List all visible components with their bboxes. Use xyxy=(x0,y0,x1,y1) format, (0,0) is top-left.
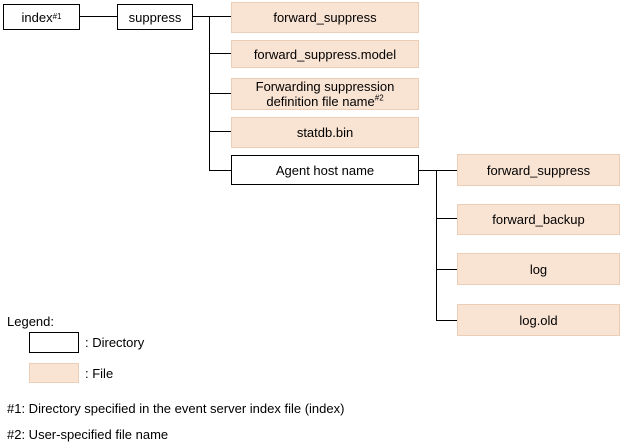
forward-suppress-model-file: forward_suppress.model xyxy=(231,40,419,68)
agent-forward-backup-label: forward_backup xyxy=(492,212,585,227)
note-2: #2: User-specified file name xyxy=(7,427,169,442)
branch-forward-suppress-model xyxy=(209,53,231,54)
index-label: index xyxy=(21,9,53,25)
agent-forward-suppress-file: forward_suppress xyxy=(457,154,620,186)
branch-statdb xyxy=(209,131,231,132)
legend-title: Legend: xyxy=(7,314,54,329)
connector-agent-trunk xyxy=(419,170,457,171)
branch-forward-backup xyxy=(436,218,457,219)
index-directory: index#1 xyxy=(3,4,80,30)
branch-log xyxy=(436,269,457,270)
note-2-marker: #2 xyxy=(374,93,384,103)
statdb-label: statdb.bin xyxy=(296,125,354,140)
legend-file-swatch xyxy=(29,363,79,383)
agent-log-file: log xyxy=(457,253,620,285)
definition-file-label-line2: definition file name xyxy=(266,94,375,109)
agent-forward-suppress-label: forward_suppress xyxy=(486,162,591,178)
forward-suppress-model-label: forward_suppress.model xyxy=(253,46,397,62)
branch-def-file xyxy=(209,93,231,94)
suppress-directory: suppress xyxy=(117,4,193,30)
forward-suppress-label: forward_suppress xyxy=(273,10,377,25)
legend-directory-label: : Directory xyxy=(85,335,145,350)
agent-log-old-label: log.old xyxy=(519,312,558,328)
connector-index-suppress xyxy=(80,16,117,17)
agent-host-directory: Agent host name xyxy=(231,155,419,185)
agent-vertical-trunk xyxy=(436,170,437,321)
note-1: #1: Directory specified in the event ser… xyxy=(7,401,345,416)
definition-file: Forwarding suppression definition file n… xyxy=(231,78,419,110)
branch-agent-host xyxy=(209,170,231,171)
connector-suppress-trunk xyxy=(193,16,231,17)
legend-directory-swatch xyxy=(29,332,79,353)
legend-file-label: : File xyxy=(85,366,114,381)
suppress-label: suppress xyxy=(128,9,182,25)
definition-file-label-line1: Forwarding suppression xyxy=(255,79,395,94)
agent-log-old-file: log.old xyxy=(457,304,620,336)
agent-host-label: Agent host name xyxy=(275,162,375,178)
agent-log-label: log xyxy=(529,261,548,277)
branch-log-old xyxy=(436,320,457,321)
forward-suppress-file: forward_suppress xyxy=(231,2,419,33)
statdb-file: statdb.bin xyxy=(231,117,419,148)
agent-forward-backup-file: forward_backup xyxy=(457,204,620,235)
